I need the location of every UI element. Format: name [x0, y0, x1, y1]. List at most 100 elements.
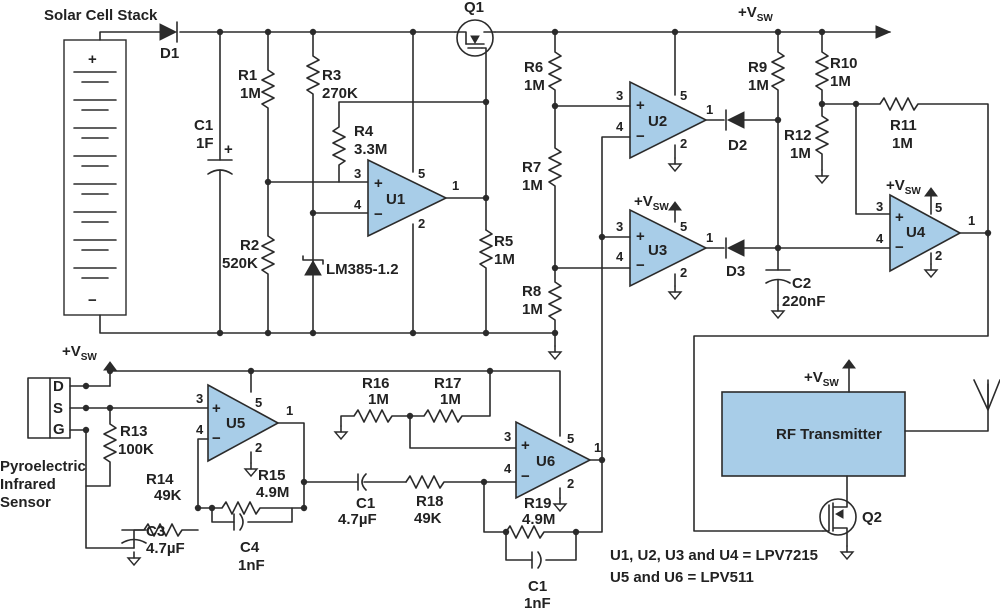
resistor-r14: R14 49K [133, 471, 199, 549]
vsw-sensor: +VSW [62, 343, 97, 363]
resistor-r6: R6 1M R7 1M R8 1M [522, 31, 562, 347]
svg-text:4: 4 [616, 119, 624, 134]
svg-text:1M: 1M [522, 177, 543, 194]
antenna-icon [973, 379, 1000, 411]
vsw-label-top: +VSW [738, 4, 773, 24]
svg-text:+: + [636, 97, 645, 114]
svg-text:1nF: 1nF [524, 595, 551, 611]
resistor-r9: R9 1M [748, 31, 785, 271]
svg-text:4: 4 [354, 197, 362, 212]
diode-d3: D3 [725, 237, 745, 280]
svg-text:Sensor: Sensor [0, 494, 51, 511]
svg-text:5: 5 [567, 431, 574, 446]
vsw-u4: +VSW [886, 177, 921, 197]
svg-text:1: 1 [286, 403, 293, 418]
svg-text:C1: C1 [356, 495, 375, 512]
svg-text:2: 2 [680, 136, 687, 151]
svg-text:1: 1 [706, 102, 713, 117]
svg-text:1F: 1F [196, 135, 214, 152]
svg-text:R4: R4 [354, 123, 374, 140]
svg-text:G: G [53, 421, 65, 438]
svg-text:2: 2 [680, 265, 687, 280]
resistor-r4: R4 3.3M [332, 101, 487, 183]
r11-value: 1M [892, 135, 913, 152]
svg-text:R19: R19 [524, 495, 552, 512]
svg-text:R14: R14 [146, 471, 174, 488]
svg-text:2: 2 [255, 440, 262, 455]
svg-text:1: 1 [706, 230, 713, 245]
svg-text:−: − [895, 239, 904, 256]
svg-text:1nF: 1nF [238, 557, 265, 574]
svg-text:+: + [521, 437, 530, 454]
svg-text:R5: R5 [494, 233, 513, 250]
svg-text:5: 5 [255, 395, 262, 410]
svg-text:R16: R16 [362, 375, 390, 392]
svg-text:LM385-1.2: LM385-1.2 [326, 261, 399, 278]
svg-text:100K: 100K [118, 441, 154, 458]
resistor-r5: R5 1M [479, 229, 515, 334]
svg-text:S: S [53, 400, 63, 417]
svg-text:R18: R18 [416, 493, 444, 510]
resistor-r13: R13 100K [85, 407, 154, 487]
svg-text:Infrared: Infrared [0, 476, 56, 493]
svg-text:3: 3 [196, 391, 203, 406]
svg-text:1M: 1M [240, 85, 261, 102]
svg-text:+: + [636, 228, 645, 245]
svg-text:49K: 49K [414, 510, 442, 527]
svg-text:+: + [224, 141, 233, 158]
r11-label: R11 [890, 117, 917, 134]
svg-text:R8: R8 [522, 283, 541, 300]
svg-text:4.9M: 4.9M [256, 484, 289, 501]
svg-text:3: 3 [616, 88, 623, 103]
svg-text:U4: U4 [906, 224, 926, 241]
svg-text:C2: C2 [792, 275, 811, 292]
svg-text:R15: R15 [258, 467, 286, 484]
svg-text:C3: C3 [146, 523, 165, 540]
capacitor-c2: C2 220nF [765, 269, 825, 319]
svg-text:1M: 1M [748, 77, 769, 94]
svg-text:1M: 1M [522, 301, 543, 318]
resistor-r19: R19 4.9M C1 1nF [483, 459, 603, 611]
svg-text:−: − [212, 430, 221, 447]
opamp-u5: + − U5 3 4 5 2 1 [196, 383, 293, 463]
svg-text:1M: 1M [524, 77, 545, 94]
diode-d2: D2 [725, 109, 747, 154]
svg-text:−: − [636, 257, 645, 274]
svg-text:R1: R1 [238, 67, 257, 84]
svg-text:Pyroelectric: Pyroelectric [0, 458, 86, 475]
svg-text:U6: U6 [536, 453, 555, 470]
capacitor-c3: C3 4.7µF [121, 523, 185, 566]
svg-text:4.7µF: 4.7µF [146, 540, 185, 557]
vsw-u3: +VSW [634, 193, 669, 213]
resistor-r3: R3 270K [306, 31, 358, 334]
svg-text:1M: 1M [830, 73, 851, 90]
svg-text:1M: 1M [494, 251, 515, 268]
svg-text:−: − [636, 128, 645, 145]
svg-text:1: 1 [968, 213, 975, 228]
svg-text:4.7µF: 4.7µF [338, 511, 377, 528]
svg-text:D2: D2 [728, 137, 747, 154]
svg-text:4: 4 [196, 422, 204, 437]
resistor-r18: R18 49K [405, 475, 517, 527]
svg-text:520K: 520K [222, 255, 258, 272]
solar-minus: − [88, 292, 97, 309]
diode-d1: D1 [159, 21, 179, 62]
svg-text:R12: R12 [784, 127, 812, 144]
svg-text:C4: C4 [240, 539, 260, 556]
top-rail [99, 31, 891, 334]
svg-text:R17: R17 [434, 375, 462, 392]
svg-text:RF Transmitter: RF Transmitter [776, 426, 882, 443]
svg-text:5: 5 [935, 200, 942, 215]
svg-text:3: 3 [354, 166, 361, 181]
resistor-r16-r17: R16 1M R17 1M [334, 370, 491, 440]
svg-text:+: + [212, 400, 221, 417]
resistor-r1: R1 1M R2 520K [222, 31, 275, 334]
svg-text:−: − [374, 206, 383, 223]
svg-text:R10: R10 [830, 55, 858, 72]
svg-text:D3: D3 [726, 263, 745, 280]
rf-transmitter: RF Transmitter [721, 391, 906, 477]
svg-text:4.9M: 4.9M [522, 511, 555, 528]
zener-lm385: LM385-1.2 [302, 255, 399, 278]
svg-text:Q2: Q2 [862, 509, 882, 526]
